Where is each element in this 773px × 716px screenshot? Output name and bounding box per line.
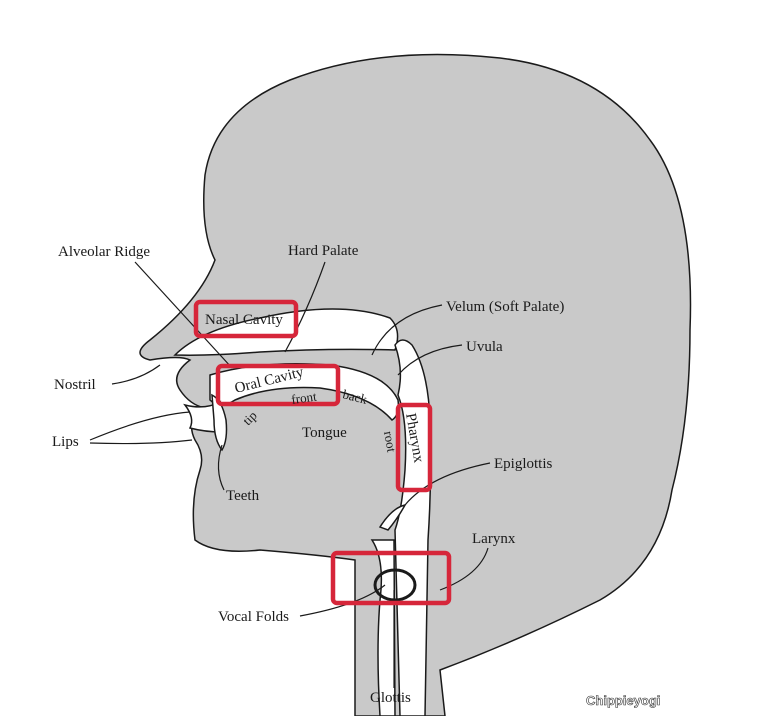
- label-uvula: Uvula: [466, 339, 503, 355]
- label-tongue: Tongue: [302, 425, 347, 441]
- label-hard-palate: Hard Palate: [288, 243, 359, 259]
- highlight-larynx: [330, 550, 452, 606]
- highlight-nasal-cavity: [193, 299, 299, 339]
- label-larynx: Larynx: [472, 531, 516, 547]
- label-root: root: [381, 430, 399, 454]
- label-nostril: Nostril: [54, 377, 96, 393]
- label-velum: Velum (Soft Palate): [446, 299, 564, 315]
- pharynx-shape: [394, 339, 432, 716]
- nasal-cavity-shape: [173, 308, 399, 356]
- pointer-nostril: [111, 364, 161, 385]
- label-teeth: Teeth: [226, 488, 260, 504]
- pointer-uvula: [397, 344, 463, 376]
- watermark: Chippieyogi: [586, 693, 660, 708]
- pointer-alveolar: [134, 261, 233, 369]
- label-nasal-cavity: Nasal Cavity: [205, 312, 283, 328]
- pointer-lips-upper: [89, 411, 191, 441]
- pointer-lips-lower: [89, 439, 193, 445]
- label-alveolar-ridge: Alveolar Ridge: [58, 244, 150, 260]
- pointer-teeth: [217, 444, 225, 491]
- highlight-oral-cavity: [215, 363, 341, 407]
- label-epiglottis: Epiglottis: [494, 456, 553, 472]
- pointer-velum: [371, 304, 443, 356]
- pointer-epiglottis: [404, 462, 491, 506]
- epiglottis-shape: [378, 503, 407, 531]
- trachea-shape: [370, 539, 396, 716]
- pointer-hard-palate: [284, 261, 326, 353]
- label-lips: Lips: [52, 434, 79, 450]
- label-vocal-folds: Vocal Folds: [218, 609, 289, 625]
- vocal-folds-shape: [373, 568, 417, 602]
- label-back: back: [341, 386, 369, 407]
- highlight-pharynx: [395, 402, 433, 493]
- label-front: front: [290, 389, 317, 407]
- label-glottis: Glottis: [370, 690, 411, 706]
